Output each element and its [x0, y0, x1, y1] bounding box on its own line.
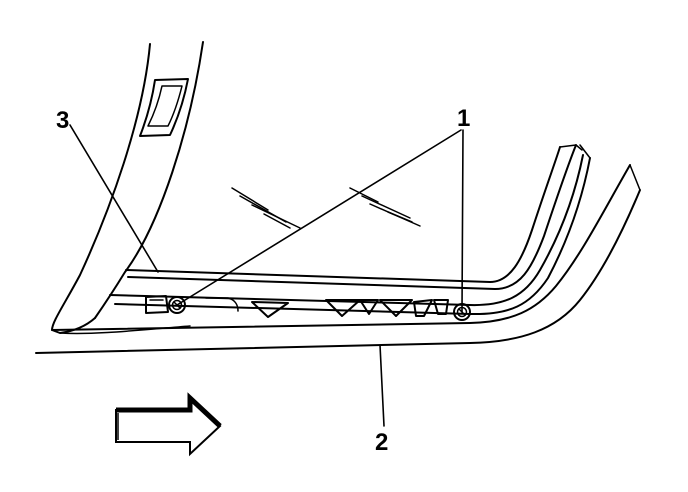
pillar-trim [51, 41, 204, 335]
triangle-emboss-row [251, 299, 449, 318]
sill-upper-edge [125, 144, 583, 290]
callout-label-1: 1 [457, 105, 470, 132]
callout-label-2: 2 [375, 429, 388, 456]
leader-1-left [176, 129, 462, 306]
scuff-plate-details [145, 295, 449, 318]
arrow-right-icon [115, 392, 222, 457]
sill-plate [35, 144, 641, 354]
pillar-handle-recess [139, 78, 189, 137]
leader-2 [379, 344, 385, 427]
callout-label-3: 3 [56, 107, 69, 134]
leader-3 [69, 124, 159, 273]
glass-reflection-marks [231, 187, 421, 229]
leader-1-right [461, 129, 464, 313]
clip-tab [145, 295, 169, 314]
leader-lines [69, 124, 464, 427]
